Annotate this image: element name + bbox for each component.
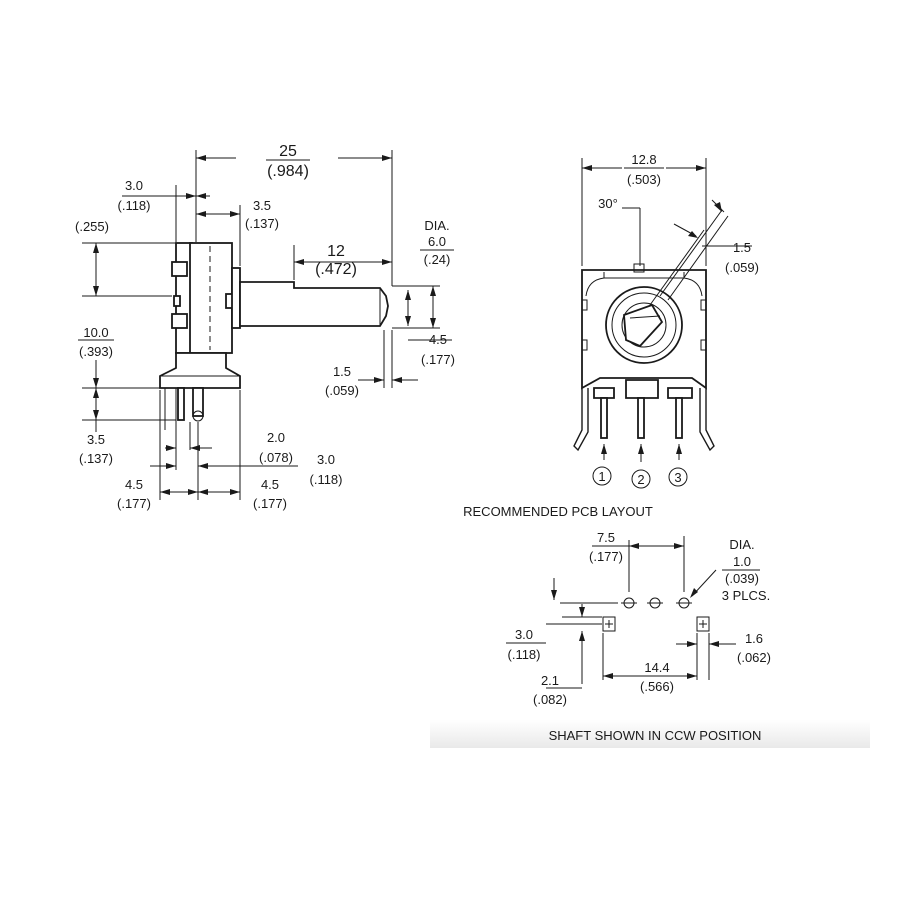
pitch-right-mm: 4.5 [261, 477, 279, 492]
mount-size-mm: 1.6 [745, 631, 763, 646]
tab-mm: 1.5 [733, 240, 751, 255]
terminal-2-circle [631, 469, 651, 489]
flat-mm: 4.5 [429, 332, 447, 347]
terminal-1-circle [592, 466, 612, 486]
pcb-labels: 7.5 (.177) DIA. 1.0 (.039) 3 PLCS. 3.0 (… [506, 530, 771, 707]
mount-spacing-mm: 14.4 [644, 660, 669, 675]
terminal-1-label: 1 [598, 469, 605, 484]
hole-spacing-mm: 7.5 [597, 530, 615, 545]
top-height-in: (.255) [75, 219, 109, 234]
flange-in: (.118) [118, 198, 151, 213]
chamfer-mm: 1.5 [333, 364, 351, 379]
hole-count: 3 PLCS. [722, 588, 770, 603]
front-width-mm: 12.8 [631, 152, 656, 167]
bushing-mm: 3.5 [253, 198, 271, 213]
shaft-length-in: (.472) [315, 261, 357, 278]
tab-in: (.059) [725, 260, 759, 275]
pitch-left-mm: 4.5 [125, 477, 143, 492]
terminal-2-label: 2 [637, 472, 644, 487]
row-offset-in: (.118) [508, 647, 541, 662]
angle-label: 30° [598, 196, 618, 211]
mount-slot-right [696, 616, 710, 632]
shaft-dia-mm: 6.0 [428, 234, 446, 249]
bracket-mm: 3.0 [317, 452, 335, 467]
shaft-length-mm: 12 [327, 243, 345, 260]
side-view-extension-lines [82, 150, 440, 500]
lower-mm: 3.5 [87, 432, 105, 447]
lower-in: (.137) [79, 451, 113, 466]
overall-length-in: (.984) [267, 163, 309, 180]
overall-length-mm: 25 [279, 143, 297, 160]
flat-in: (.177) [421, 352, 455, 367]
mount-size-in: (.062) [737, 650, 771, 665]
hole-spacing-in: (.177) [589, 549, 623, 564]
front-width-in: (.503) [627, 172, 661, 187]
terminal-3-label: 3 [674, 470, 681, 485]
front-view-labels: 12.8 (.503) 30° 1.5 (.059) [598, 152, 759, 275]
mount-slot-left [602, 616, 616, 632]
pcb-layout: RECOMMENDED PCB LAYOUT [463, 504, 771, 707]
caption-band [430, 720, 870, 748]
shaft-dia-in: (.24) [424, 252, 451, 267]
side-view-body [159, 242, 389, 430]
body-height-in: (.393) [79, 344, 113, 359]
chamfer-in: (.059) [325, 383, 359, 398]
pcb-dimensions [546, 536, 736, 689]
row-offset-mm: 3.0 [515, 627, 533, 642]
side-view-labels: 25 (.984) 3.0 (.118) 3.5 (.137) (.255) 1… [75, 143, 455, 511]
flange-mm: 3.0 [125, 178, 143, 193]
pcb-layout-title: RECOMMENDED PCB LAYOUT [463, 504, 653, 519]
body-height-mm: 10.0 [83, 325, 108, 340]
edge-mm: 2.1 [541, 673, 559, 688]
terminal-callouts: 1 2 3 [592, 444, 688, 489]
pitch-right-in: (.177) [253, 496, 287, 511]
pin-offset-mm: 2.0 [267, 430, 285, 445]
footer-caption: SHAFT SHOWN IN CCW POSITION [549, 728, 762, 743]
hole-dia-mm: 1.0 [733, 554, 751, 569]
pcb-holes [560, 597, 710, 632]
bracket-in: (.118) [310, 472, 343, 487]
pin-offset-in: (.078) [259, 450, 293, 465]
pitch-left-in: (.177) [117, 496, 151, 511]
edge-in: (.082) [533, 692, 567, 707]
front-view: 12.8 (.503) 30° 1.5 (.059) 1 2 3 [573, 152, 759, 489]
mount-spacing-in: (.566) [640, 679, 674, 694]
hole-dia-in: (.039) [725, 571, 759, 586]
pcb-dia-label: DIA. [729, 537, 754, 552]
front-view-body [573, 209, 729, 452]
terminal-3-circle [668, 467, 688, 487]
bushing-in: (.137) [245, 216, 279, 231]
dia-label: DIA. [424, 218, 449, 233]
front-view-dimensions [581, 158, 752, 266]
side-view-dimension-lines [93, 155, 452, 495]
side-view: 25 (.984) 3.0 (.118) 3.5 (.137) (.255) 1… [75, 143, 455, 511]
